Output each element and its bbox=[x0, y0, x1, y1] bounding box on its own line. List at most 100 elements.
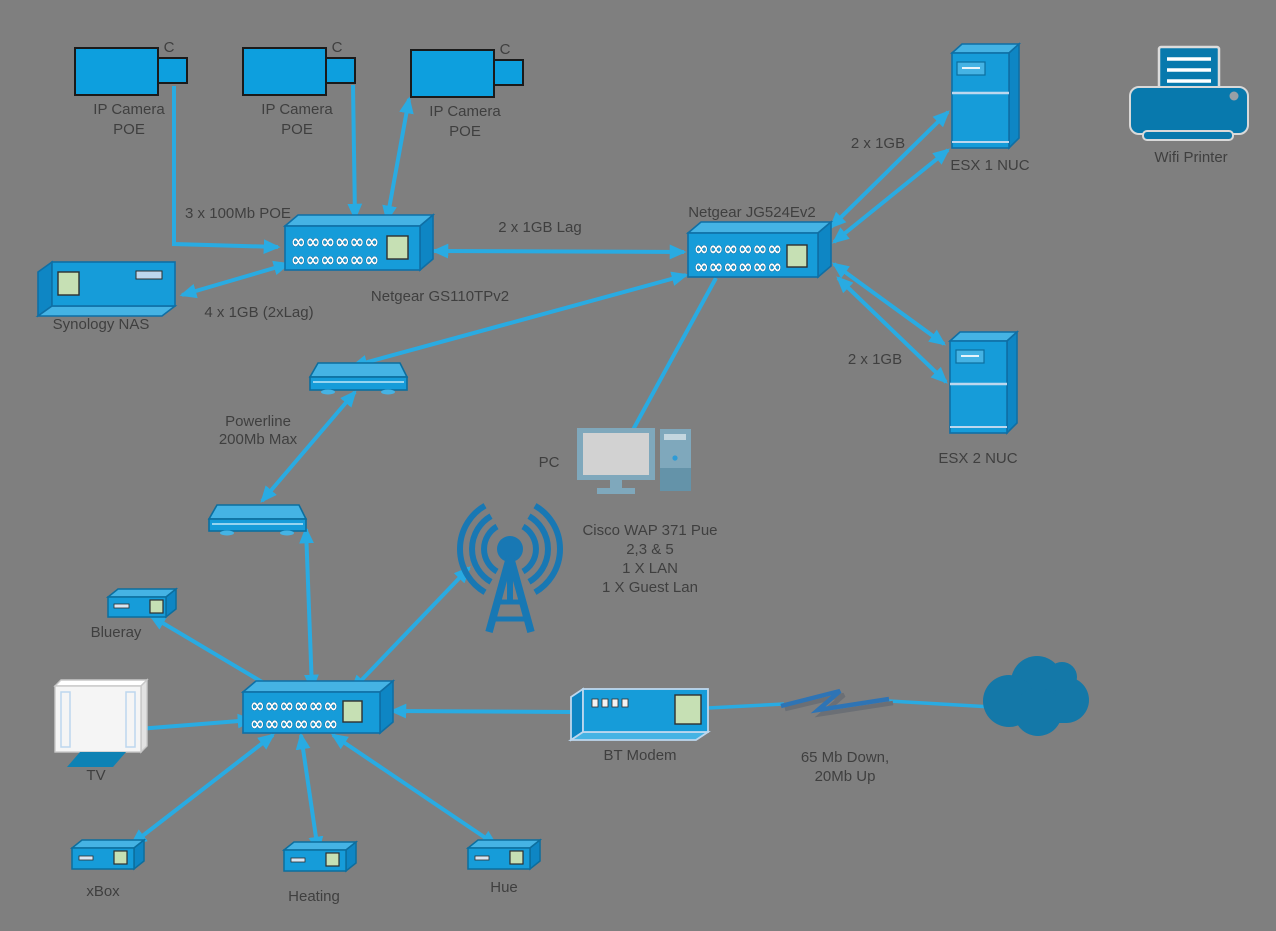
lightning-icon bbox=[780, 688, 890, 714]
wan-label-1: 65 Mb Down, bbox=[801, 749, 889, 766]
link-switch-hue bbox=[330, 733, 499, 847]
link-camera1-gs110 bbox=[172, 86, 281, 254]
wap-label-1: Cisco WAP 371 Pue bbox=[582, 522, 717, 539]
camera-label-poe: POE bbox=[449, 123, 481, 140]
xbox-bar bbox=[78, 855, 94, 861]
link-switch-powerline bbox=[299, 526, 319, 692]
lightning-shadow bbox=[784, 692, 894, 718]
blueray-top bbox=[105, 588, 179, 598]
modem-led bbox=[611, 698, 619, 708]
wap-label-2: 2,3 & 5 bbox=[626, 541, 674, 558]
nas-drive-bar bbox=[135, 270, 163, 280]
powerline-front bbox=[309, 376, 408, 391]
camera-label: IP Camera bbox=[261, 101, 333, 118]
synology-nas: Synology NAS bbox=[35, 260, 178, 333]
xbox-led bbox=[113, 850, 128, 865]
camera-port-label: C bbox=[500, 41, 511, 58]
wan-link: 65 Mb Down, 20Mb Up bbox=[780, 688, 894, 785]
powerline-foot bbox=[280, 530, 294, 536]
link-gs110-jg524 bbox=[431, 243, 687, 260]
modem-port-green bbox=[674, 694, 702, 725]
switch-port-green bbox=[386, 235, 409, 260]
heating-label: Heating bbox=[288, 888, 340, 905]
ethernet-coil-icon: ∞∞∞∞∞∞ bbox=[694, 256, 782, 278]
nas-panel-green bbox=[57, 271, 80, 296]
diagram-links bbox=[109, 84, 993, 854]
link-labels: 3 x 100Mb POE 4 x 1GB (2xLag) 2 x 1GB La… bbox=[185, 135, 905, 368]
tv-stand bbox=[67, 752, 126, 767]
link-switch-xbox bbox=[130, 733, 275, 846]
powerline-icon bbox=[207, 504, 308, 520]
link-lightning-cloud bbox=[887, 699, 993, 709]
heating-bar bbox=[290, 857, 306, 863]
hue-label: Hue bbox=[490, 879, 518, 896]
link-label-esx1: 2 x 1GB bbox=[851, 135, 905, 152]
cisco-wap: Cisco WAP 371 Pue 2,3 & 5 1 X LAN 1 X Gu… bbox=[457, 503, 718, 633]
wap-label-4: 1 X Guest Lan bbox=[602, 579, 698, 596]
wan-label-2: 20Mb Up bbox=[815, 768, 876, 785]
camera-icon bbox=[74, 47, 159, 96]
modem-label: BT Modem bbox=[603, 747, 676, 764]
tower-lower bbox=[660, 468, 691, 491]
powerline-front bbox=[208, 518, 307, 532]
link-switch-wap bbox=[350, 566, 471, 692]
tv-top bbox=[53, 679, 149, 687]
camera-label-poe: POE bbox=[281, 121, 313, 138]
blueray-tray-bar bbox=[113, 603, 130, 609]
server-side bbox=[1006, 330, 1018, 435]
monitor-foot bbox=[597, 488, 635, 494]
esx2-nuc: ESX 2 NUC bbox=[938, 330, 1020, 467]
link-jg524-esx1-b bbox=[832, 148, 950, 244]
powerline-foot bbox=[381, 389, 395, 395]
ethernet-coil-icon: ∞∞∞∞∞∞ bbox=[694, 238, 782, 260]
switch-top bbox=[240, 680, 396, 693]
switch-top bbox=[282, 214, 436, 227]
link-jg524-esx2-b bbox=[836, 276, 948, 384]
printer-light bbox=[1229, 91, 1239, 101]
esx1-nuc: ESX 1 NUC bbox=[949, 42, 1030, 174]
link-jg524-pc bbox=[621, 277, 718, 451]
powerline-label-1: Powerline bbox=[225, 413, 291, 430]
xbox-label: xBox bbox=[86, 883, 120, 900]
ethernet-coil-icon: ∞∞∞∞∞∞ bbox=[250, 713, 338, 735]
camera-icon bbox=[410, 49, 495, 98]
link-jg524-esx1-a bbox=[829, 110, 950, 229]
wifi-printer: Wifi Printer bbox=[1129, 45, 1249, 166]
link-modem-lightning bbox=[707, 702, 785, 710]
powerline-adapter-upper bbox=[308, 362, 409, 395]
modem-led bbox=[621, 698, 629, 708]
nas-bottom bbox=[35, 305, 178, 317]
tv: TV bbox=[53, 678, 149, 784]
link-powerline-powerline bbox=[260, 390, 357, 503]
link-jg524-powerline bbox=[350, 271, 689, 370]
modem-led bbox=[601, 698, 609, 708]
tv-side bbox=[140, 678, 148, 754]
switch-top bbox=[685, 221, 834, 234]
heating-top bbox=[281, 841, 359, 851]
server-label: ESX 2 NUC bbox=[938, 450, 1017, 467]
nas-label: Synology NAS bbox=[53, 316, 150, 333]
powerline-foot bbox=[321, 389, 335, 395]
antenna-icon bbox=[457, 503, 563, 633]
link-switch-heating bbox=[295, 732, 324, 854]
tv-icon bbox=[54, 685, 142, 753]
ethernet-coil-icon: ∞∞∞∞∞∞ bbox=[250, 695, 338, 717]
powerline-label-2: 200Mb Max bbox=[219, 431, 298, 448]
tv-speaker-strip bbox=[60, 691, 71, 748]
switch-gs110tpv2: ∞∞∞∞∞∞ ∞∞∞∞∞∞ Netgear GS110TPv2 bbox=[282, 213, 509, 305]
powerline-icon bbox=[308, 362, 409, 378]
monitor-neck bbox=[610, 480, 622, 488]
ip-camera-1: C IP Camera POE bbox=[74, 39, 188, 138]
server-top bbox=[947, 331, 1020, 342]
ethernet-coil-icon: ∞∞∞∞∞∞ bbox=[291, 249, 379, 271]
heating-led bbox=[325, 852, 340, 867]
modem-led bbox=[591, 698, 599, 708]
camera-label-poe: POE bbox=[113, 121, 145, 138]
blueray-label: Blueray bbox=[91, 624, 142, 641]
camera-port-label: C bbox=[332, 39, 343, 56]
server-label: ESX 1 NUC bbox=[950, 157, 1029, 174]
switch-port-green bbox=[786, 244, 808, 268]
camera-icon bbox=[242, 47, 327, 96]
modem-bottom bbox=[568, 731, 711, 741]
